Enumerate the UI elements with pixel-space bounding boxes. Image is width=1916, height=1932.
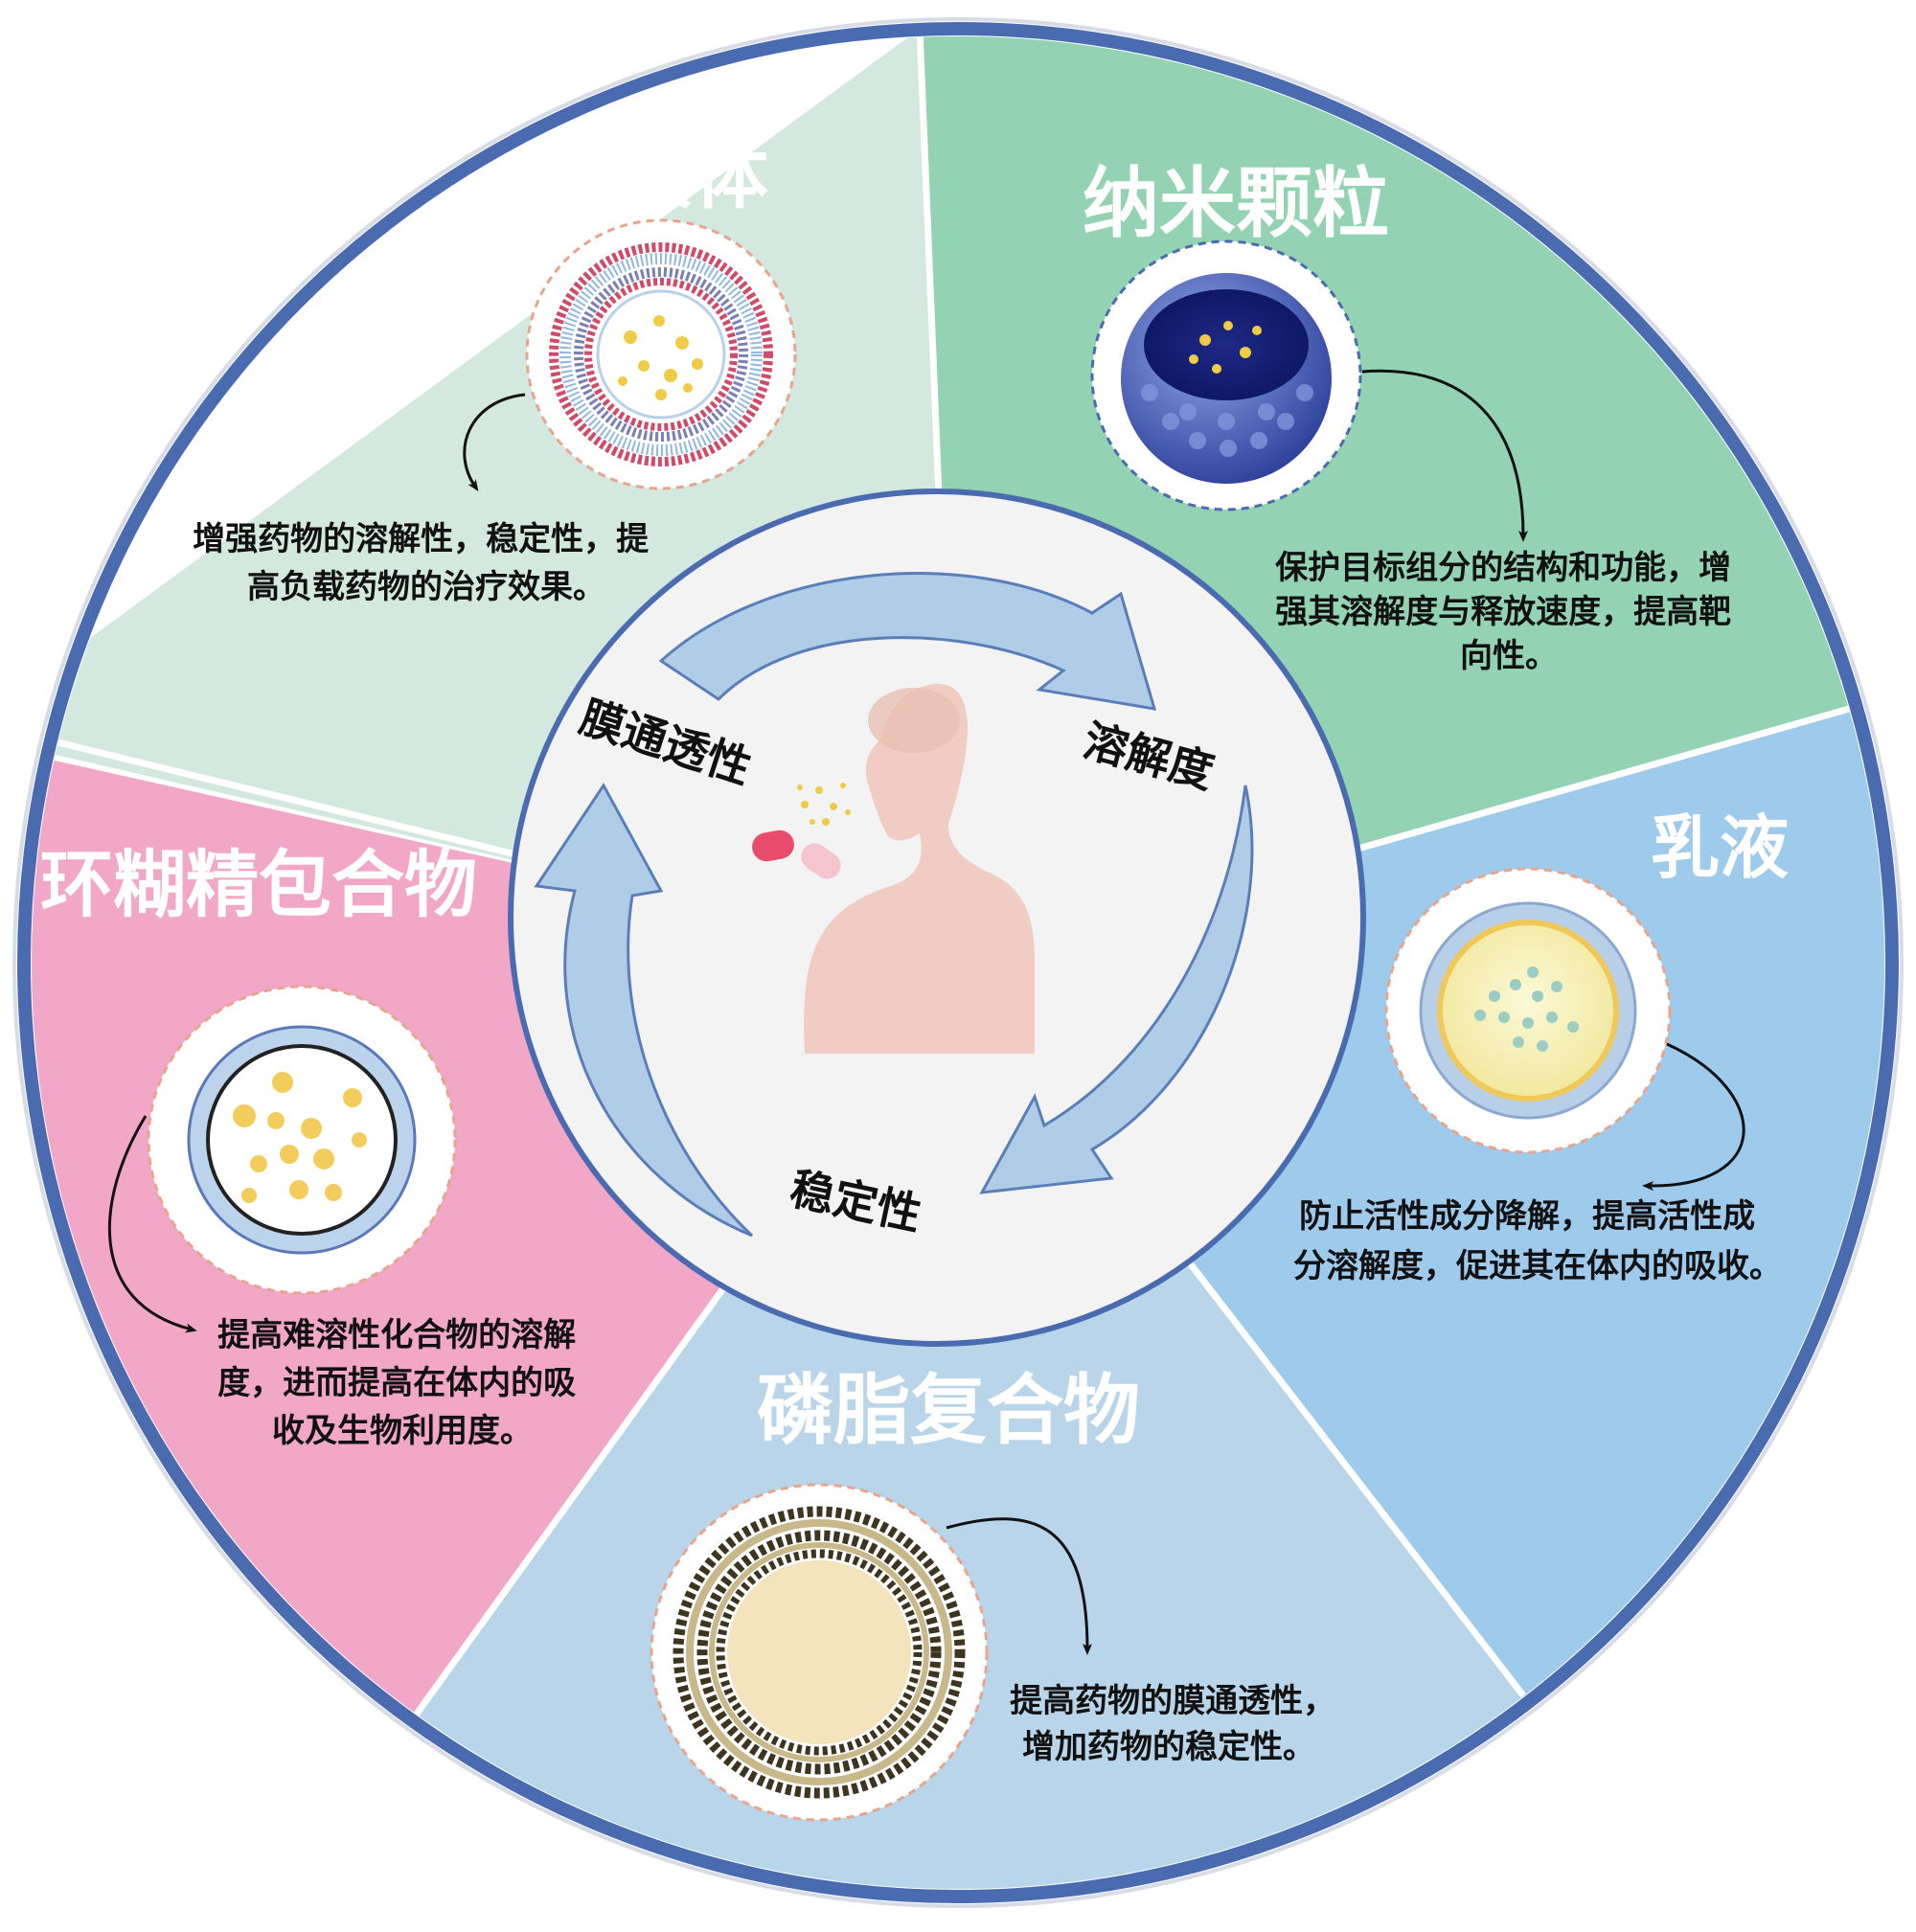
emulsion-arrow — [1642, 1042, 1745, 1192]
nanoparticle-desc: 保护目标组分的结构和功能，增 强其溶解度与释放速度，提高靶 向性。 — [1275, 549, 1743, 675]
emulsion-droplet-icon — [1384, 867, 1672, 1154]
nanoparticle-arrow — [1361, 369, 1528, 542]
emulsion-title: 乳液 — [1651, 807, 1789, 888]
segment-phospholipid-complex — [383, 963, 1523, 1889]
liposome-arrow — [463, 393, 526, 491]
phospholipid-complex-arrow — [946, 1517, 1092, 1655]
nanoparticle-title: 纳米颗粒 — [1083, 158, 1389, 248]
arrow-solubility-to-stability — [979, 784, 1254, 1194]
capsule-pink-half — [801, 843, 841, 879]
drug-particles — [797, 783, 851, 826]
emulsion-desc: 防止活性成分降解，提高活性成 分溶解度，促进其在体内的吸收。 — [1293, 1197, 1782, 1285]
cycle-arrows — [534, 572, 1254, 1238]
capsule-red-half — [752, 830, 794, 862]
phospholipid-complex-title: 磷脂复合物 — [757, 1365, 1140, 1455]
cyclodextrin-desc: 提高难溶性化合物的溶解 度，进而提高在体内的吸 收及生物利用度。 — [217, 1316, 587, 1450]
cyclodextrin-inclusion-icon — [147, 985, 457, 1295]
phospholipid-complex-icon — [650, 1483, 989, 1822]
arrow-stability-to-permeability — [534, 783, 754, 1238]
human-with-capsule-icon — [752, 684, 1035, 1054]
arrow-permeability-to-solubility — [658, 572, 1157, 711]
liposome-title: 脂质体 — [544, 132, 768, 219]
liposome-icon — [525, 218, 797, 490]
human-body — [804, 684, 1035, 1054]
cyclodextrin-arrow — [107, 1115, 197, 1333]
liposome-desc: 增强药物的溶解性，稳定性，提 高负载药物的治疗效果。 — [193, 520, 660, 606]
outer-ring-edge — [19, 24, 1897, 1901]
phospholipid-complex-desc: 提高药物的膜通透性， 增加药物的稳定性。 — [1010, 1682, 1347, 1766]
nanoparticle-icon — [1090, 239, 1362, 511]
cyclodextrin-title: 环糊精包合物 — [40, 842, 477, 927]
